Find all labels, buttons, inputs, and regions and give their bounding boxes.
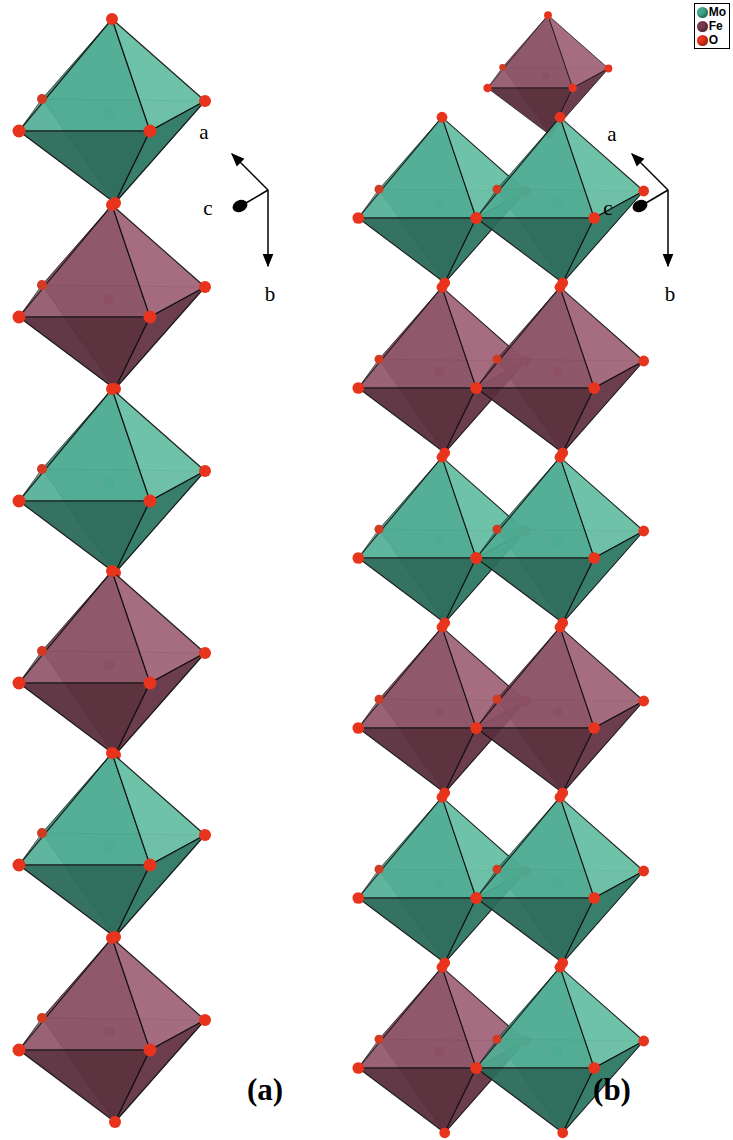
mo-octahedron [13,383,212,579]
axis-triad [232,154,268,266]
axis-label: a [199,120,208,145]
fe-octahedron [470,622,649,798]
mo-octahedron [470,452,649,628]
atom-swatch [697,7,708,18]
mo-octahedron [470,962,649,1138]
axis-label: c [603,196,612,221]
legend-entry: O [697,33,726,47]
axis-label: b [665,282,676,307]
fe-octahedron [470,282,649,458]
atom-swatch [697,35,708,46]
mo-octahedron [470,792,649,968]
panel-label: (a) [247,1072,283,1108]
legend-entry: Fe [697,19,726,33]
mo-octahedron [13,13,212,209]
axis-label: c [203,196,212,221]
legend-entry: Mo [697,5,726,19]
legend-box: MoFeO [694,3,730,49]
axis-triad [632,154,668,266]
fe-octahedron [13,565,212,761]
axis-label: b [265,282,276,307]
panel-label: (b) [593,1072,631,1108]
fe-octahedron [13,932,212,1128]
atom-swatch [697,21,708,32]
legend-text: Mo [709,5,726,19]
legend-text: Fe [709,19,723,33]
mo-octahedron [470,112,649,288]
legend-text: O [709,33,718,47]
fe-octahedron [13,199,212,395]
mo-octahedron [13,747,212,943]
axis-label: a [607,122,616,147]
fe-octahedron [483,11,612,138]
